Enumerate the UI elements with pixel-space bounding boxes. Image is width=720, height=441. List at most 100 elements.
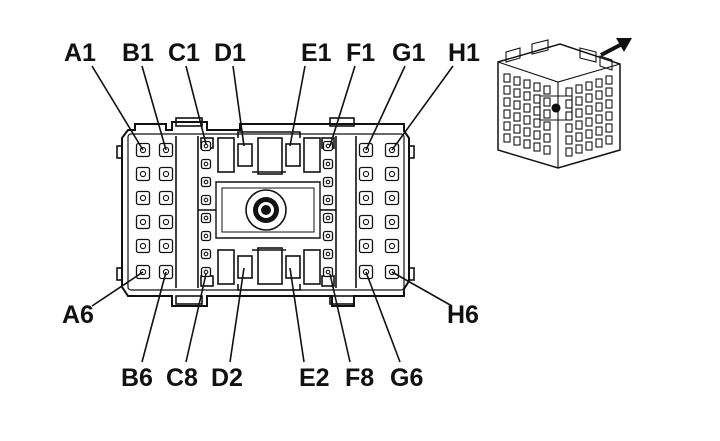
pin-cavity-f6 <box>322 230 334 242</box>
thumbnail-cavity <box>543 121 551 131</box>
leader-c1 <box>185 65 207 145</box>
pin-cavity-g3 <box>358 190 374 206</box>
leader-b1 <box>141 65 167 151</box>
thumbnail-cavity <box>565 99 573 109</box>
pin-cavity-f4 <box>322 194 334 206</box>
pin-cavity-f3 <box>322 176 334 188</box>
thumbnail-cavity <box>513 100 521 110</box>
thumbnail-cavity <box>543 85 551 95</box>
thumbnail-cavity <box>585 141 593 151</box>
thumbnail-cavities <box>503 73 613 157</box>
thumbnail-cavity <box>533 94 541 104</box>
leader-e1 <box>289 65 306 147</box>
leader-c8 <box>185 273 207 363</box>
leader-e2 <box>289 267 305 363</box>
leader-h6 <box>391 271 453 307</box>
leader-d2 <box>229 267 245 363</box>
thumbnail-cavity <box>565 135 573 145</box>
thumbnail-cavity <box>513 136 521 146</box>
thumbnail-cavity <box>503 121 511 131</box>
thumbnail-cavity <box>523 79 531 89</box>
thumbnail-cavity <box>585 129 593 139</box>
thumbnail-cavity <box>595 114 603 124</box>
leader-d1 <box>232 65 245 147</box>
label-b6: B6 <box>121 364 153 392</box>
connector-3d-view <box>497 39 621 169</box>
pin-cavity-c5 <box>200 212 212 224</box>
thumbnail-cavity <box>503 97 511 107</box>
pin-cavity-c3 <box>200 176 212 188</box>
thumbnail-cavity <box>565 87 573 97</box>
thumbnail-cavity <box>503 85 511 95</box>
pin-cavity-b4 <box>158 214 174 230</box>
pin-cavity-c6 <box>200 230 212 242</box>
label-a6: A6 <box>62 301 94 329</box>
thumbnail-cavity <box>543 97 551 107</box>
thumbnail-cavity <box>513 112 521 122</box>
label-e2: E2 <box>299 364 330 392</box>
thumbnail-cavity <box>523 127 531 137</box>
thumbnail-cavity <box>513 88 521 98</box>
pin-cavity-a4 <box>135 214 151 230</box>
pin-cavity-a5 <box>135 238 151 254</box>
pin-cavity-h5 <box>384 238 400 254</box>
thumbnail-cavity <box>543 145 551 155</box>
label-g1: G1 <box>392 39 425 67</box>
thumbnail-cavity <box>533 118 541 128</box>
label-g6: G6 <box>390 364 423 392</box>
label-h1: H1 <box>448 39 480 67</box>
thumbnail-cavity <box>575 84 583 94</box>
thumbnail-cavity <box>605 75 613 85</box>
label-f8: F8 <box>345 364 374 392</box>
thumbnail-cavity <box>513 124 521 134</box>
connector-face <box>116 117 415 307</box>
thumbnail-cavity <box>585 93 593 103</box>
thumbnail-cavity <box>575 108 583 118</box>
thumbnail-cavity <box>605 123 613 133</box>
thumbnail-cavity <box>605 87 613 97</box>
thumbnail-cavity <box>565 111 573 121</box>
thumbnail-cavity <box>503 133 511 143</box>
thumbnail-cavity <box>585 81 593 91</box>
thumbnail-cavity <box>575 132 583 142</box>
thumbnail-cavity <box>523 91 531 101</box>
label-h6: H6 <box>447 301 479 329</box>
pin-cavity-f7 <box>322 248 334 260</box>
label-c8: C8 <box>166 364 198 392</box>
thumbnail-cavity <box>533 82 541 92</box>
thumbnail-cavity <box>503 109 511 119</box>
thumbnail-cavity <box>533 106 541 116</box>
thumbnail-cavity <box>565 123 573 133</box>
thumbnail-cavity <box>595 90 603 100</box>
pin-cavity-g5 <box>358 238 374 254</box>
thumbnail-cavity <box>575 96 583 106</box>
thumbnail-cavity <box>595 138 603 148</box>
label-f1: F1 <box>346 39 375 67</box>
pin-cavity-h3 <box>384 190 400 206</box>
label-d2: D2 <box>211 364 243 392</box>
leader-g6 <box>365 271 401 363</box>
pin-cavity-b5 <box>158 238 174 254</box>
pin-cavity-h4 <box>384 214 400 230</box>
pin-cavity-f5 <box>322 212 334 224</box>
leader-f8 <box>329 273 351 363</box>
thumbnail-cavity <box>565 147 573 157</box>
thumbnail-cavity <box>575 144 583 154</box>
leader-a6 <box>91 271 144 307</box>
thumbnail-cavity <box>523 115 531 125</box>
thumbnail-cavity <box>595 78 603 88</box>
thumbnail-cavity <box>575 120 583 130</box>
leader-g1 <box>365 65 406 151</box>
pin-cavity-c7 <box>200 248 212 260</box>
thumbnail-cavity <box>533 142 541 152</box>
thumbnail-cavity <box>585 117 593 127</box>
pin-cavity-c1 <box>200 140 212 152</box>
label-a1: A1 <box>64 39 96 67</box>
label-e1: E1 <box>301 39 332 67</box>
pin-cavity-g2 <box>358 166 374 182</box>
thumbnail-cavity <box>523 139 531 149</box>
pin-cavity-b2 <box>158 166 174 182</box>
thumbnail-cavity <box>513 76 521 86</box>
leader-h1 <box>391 65 454 151</box>
